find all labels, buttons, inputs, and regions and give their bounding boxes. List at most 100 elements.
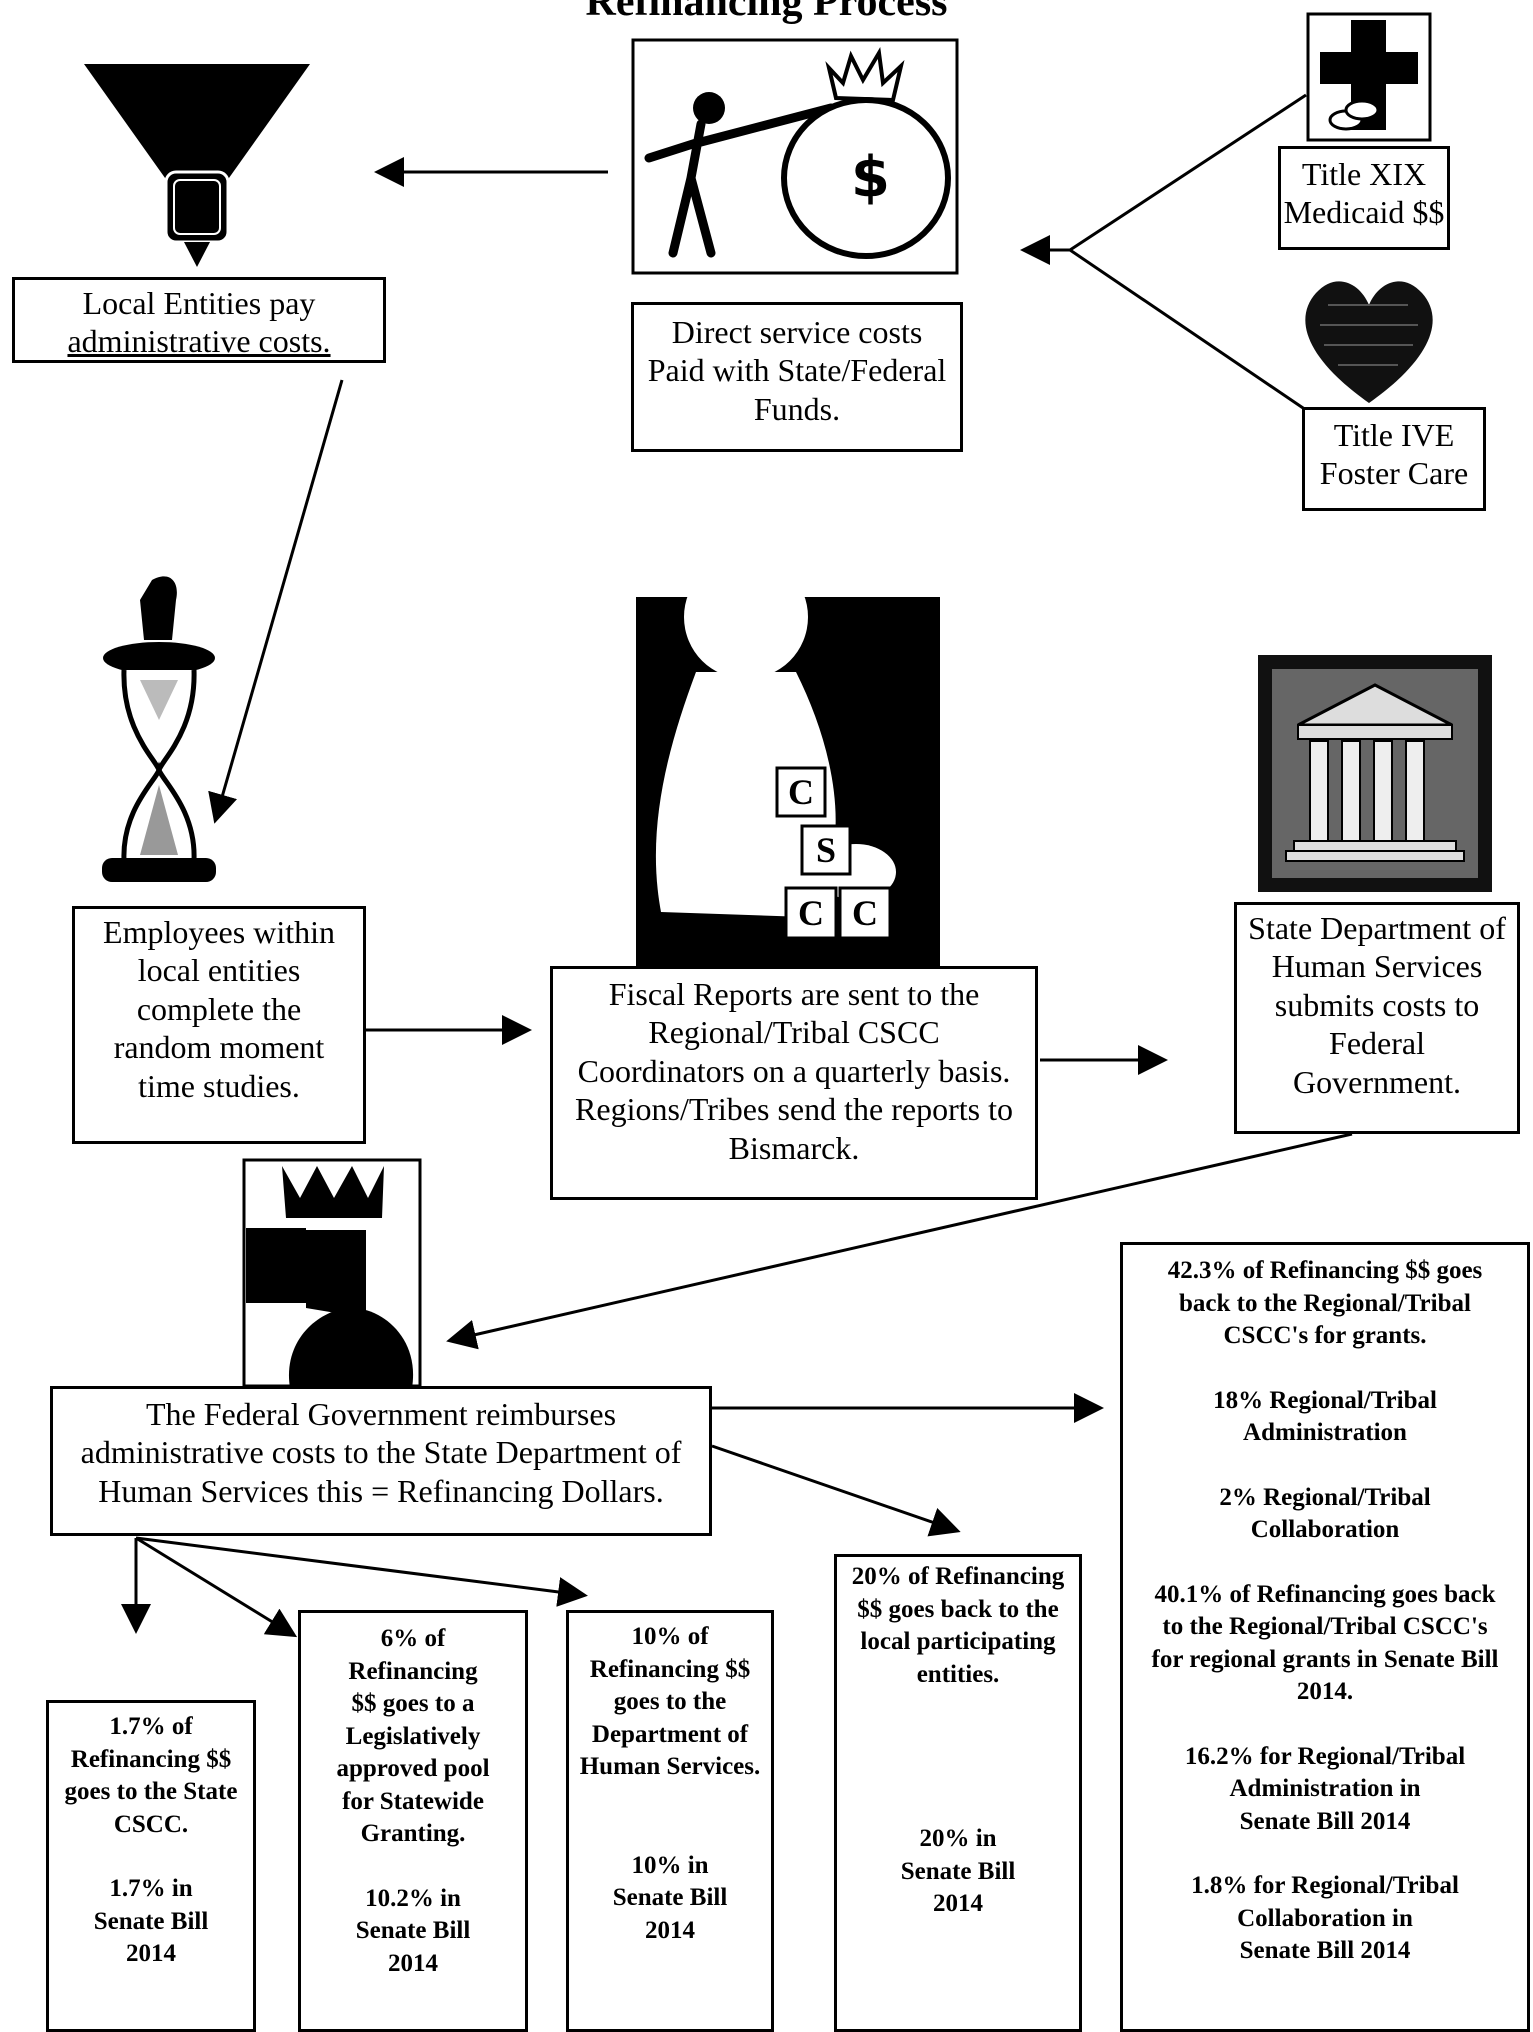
heart-icon bbox=[1305, 281, 1433, 403]
block-line: Collaboration in bbox=[1237, 1904, 1413, 1932]
block-line: Department of bbox=[591, 1720, 749, 1748]
block-line: for Statewide bbox=[342, 1787, 484, 1815]
block-line: $$ goes to a bbox=[351, 1690, 475, 1717]
block-line: Senate Bill 2014 bbox=[1239, 1937, 1411, 1964]
block-line: $$ goes back to the bbox=[857, 1595, 1059, 1623]
box-line: local entities bbox=[137, 952, 301, 989]
block-line: goes to the State bbox=[64, 1778, 238, 1805]
box-line: Fiscal Reports are sent to the bbox=[608, 976, 980, 1012]
block-line: 20% of Refinancing bbox=[851, 1563, 1065, 1590]
block-line: 10.2% in bbox=[365, 1884, 461, 1912]
block-line: 1.7% of bbox=[109, 1713, 193, 1740]
arrow-local-to-employees bbox=[208, 379, 344, 824]
box-line: Federal bbox=[1329, 1025, 1425, 1062]
box-line: The Federal Government reimburses bbox=[145, 1396, 617, 1432]
block-line: to the Regional/Tribal CSCC's bbox=[1162, 1613, 1488, 1640]
local-entities-box: Local Entities pay administrative costs. bbox=[12, 277, 386, 363]
box-line: administrative costs to the State Depart… bbox=[80, 1434, 682, 1471]
hourglass-icon bbox=[102, 576, 216, 882]
box-line: Regional/Tribal CSCC bbox=[648, 1014, 940, 1051]
box-line: State Department of bbox=[1248, 910, 1506, 946]
block-line: Senate Bill bbox=[93, 1907, 209, 1935]
state-cscc-block: 1.7% of Refinancing $$ goes to the State… bbox=[46, 1700, 256, 2032]
courthouse-icon bbox=[1258, 655, 1492, 892]
block-line: approved pool bbox=[336, 1755, 490, 1782]
arrow-xix-to-direct bbox=[1069, 93, 1307, 252]
block-line: Administration bbox=[1243, 1419, 1407, 1446]
block-line: Refinancing bbox=[348, 1657, 478, 1685]
local-20-percent-block: 20% of Refinancing $$ goes back to the l… bbox=[834, 1554, 1082, 2032]
statewide-pool-6-percent-block: 6% of Refinancing $$ goes to a Legislati… bbox=[298, 1610, 528, 2032]
block-line: 2014 bbox=[126, 1940, 176, 1967]
block-line: 16.2% for Regional/Tribal bbox=[1184, 1742, 1466, 1770]
block-line: Granting. bbox=[360, 1820, 466, 1847]
arrow-state-to-federal bbox=[446, 1132, 1353, 1350]
block-letter-4: C bbox=[852, 893, 878, 933]
block-line: Refinancing $$ bbox=[70, 1745, 232, 1773]
box-line: time studies. bbox=[138, 1067, 300, 1104]
box-line: Medicaid $$ bbox=[1283, 194, 1445, 231]
box-line: Paid with State/Federal bbox=[647, 352, 947, 389]
block-letter-1: C bbox=[788, 772, 814, 812]
regional-summary-block: 42.3% of Refinancing $$ goes back to the… bbox=[1120, 1242, 1530, 2032]
block-line: 10% in bbox=[631, 1851, 709, 1879]
employees-box: Employees within local entities complete… bbox=[72, 906, 366, 1144]
block-line: Refinancing $$ bbox=[589, 1655, 751, 1683]
box-line: Title XIX bbox=[1301, 156, 1427, 192]
block-letter-2: S bbox=[816, 830, 836, 870]
box-line: Regions/Tribes send the reports to bbox=[575, 1091, 1013, 1128]
block-line: CSCC's for grants. bbox=[1223, 1322, 1427, 1349]
block-line: Administration in bbox=[1229, 1775, 1421, 1802]
baby-blocks-icon: C S C C bbox=[636, 555, 940, 966]
block-line: 20% in bbox=[919, 1825, 997, 1852]
direct-service-box: Direct service costs Paid with State/Fed… bbox=[631, 302, 963, 452]
federal-government-box: The Federal Government reimburses admini… bbox=[50, 1386, 712, 1536]
medical-cross-icon bbox=[1306, 12, 1432, 142]
dhs-10-percent-block: 10% of Refinancing $$ goes to the Depart… bbox=[566, 1610, 774, 2032]
block-line: 18% Regional/Tribal bbox=[1213, 1386, 1437, 1414]
block-line: 40.1% of Refinancing goes back bbox=[1154, 1580, 1496, 1608]
arrow-federal-to-dhs bbox=[135, 1536, 588, 1607]
box-line: Local Entities pay bbox=[82, 285, 316, 321]
block-line: Collaboration bbox=[1250, 1516, 1400, 1543]
block-line: 2% Regional/Tribal bbox=[1219, 1483, 1431, 1511]
crown-hand-icon bbox=[242, 1158, 422, 1388]
block-line: Senate Bill 2014 bbox=[1239, 1807, 1411, 1835]
title-ive-box: Title IVE Foster Care bbox=[1302, 407, 1486, 511]
block-line: 1.7% in bbox=[109, 1875, 193, 1902]
box-line: Title IVE bbox=[1333, 417, 1455, 453]
block-line: goes to the bbox=[613, 1688, 727, 1715]
box-line: administrative costs. bbox=[67, 323, 331, 360]
block-line: 2014. bbox=[1296, 1678, 1354, 1705]
block-line: Senate Bill bbox=[355, 1917, 471, 1944]
box-line: Foster Care bbox=[1319, 455, 1469, 492]
box-line: random moment bbox=[113, 1029, 325, 1066]
block-line: local participating bbox=[860, 1628, 1056, 1655]
box-line: Human Services bbox=[1271, 948, 1483, 985]
money-bag-figure-icon: $ bbox=[631, 38, 959, 275]
dollar-symbol: $ bbox=[851, 145, 890, 210]
state-department-box: State Department of Human Services submi… bbox=[1234, 902, 1520, 1134]
box-line: Coordinators on a quarterly basis. bbox=[577, 1052, 1011, 1089]
fiscal-reports-box: Fiscal Reports are sent to the Regional/… bbox=[550, 966, 1038, 1200]
block-line: 6% of bbox=[380, 1625, 446, 1652]
block-line: for regional grants in Senate Bill bbox=[1151, 1645, 1499, 1673]
arrow-federal-to-local20 bbox=[711, 1444, 961, 1537]
block-line: 10% of bbox=[631, 1623, 709, 1650]
box-line: Bismarck. bbox=[728, 1129, 860, 1166]
block-line: Senate Bill bbox=[612, 1884, 728, 1911]
block-line: CSCC. bbox=[113, 1810, 189, 1838]
arrow-federal-to-pool bbox=[135, 1536, 298, 1638]
block-letter-3: C bbox=[798, 893, 824, 933]
block-line: Legislatively bbox=[345, 1722, 481, 1750]
block-line: entities. bbox=[916, 1660, 1000, 1688]
box-line: Human Services this = Refinancing Dollar… bbox=[98, 1472, 664, 1509]
block-line: Human Services. bbox=[579, 1753, 761, 1780]
box-line: Employees within bbox=[103, 914, 335, 950]
box-line: Government. bbox=[1293, 1063, 1461, 1100]
box-line: Direct service costs bbox=[671, 314, 923, 350]
block-line: 2014 bbox=[933, 1890, 983, 1917]
title-xix-box: Title XIX Medicaid $$ bbox=[1278, 146, 1450, 250]
block-line: 42.3% of Refinancing $$ goes bbox=[1167, 1257, 1483, 1284]
